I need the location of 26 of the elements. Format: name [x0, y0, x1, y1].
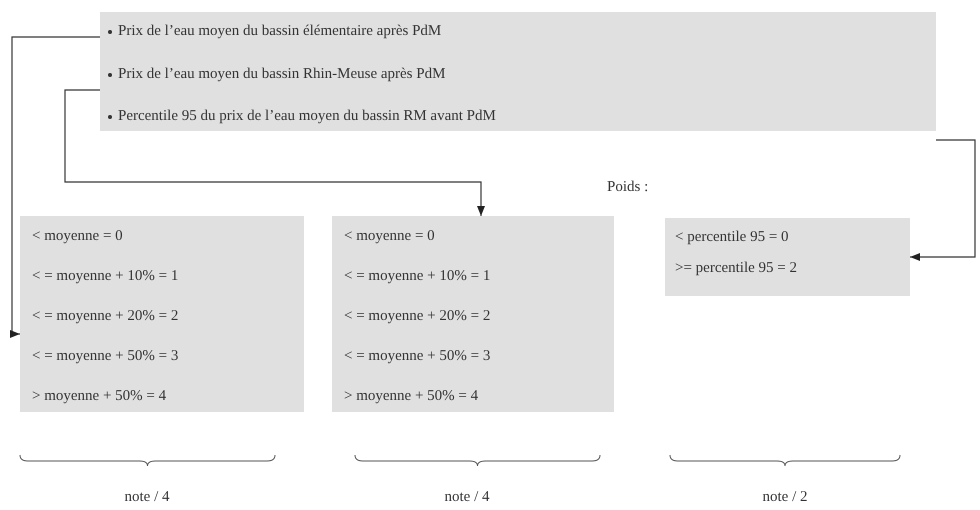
score-rule-text: < moyenne = 0 — [32, 227, 123, 245]
score-rule-text: >= percentile 95 = 2 — [675, 259, 798, 277]
score-note: note / 2 — [762, 488, 808, 506]
score-rule-text: < = moyenne + 20% = 2 — [344, 307, 490, 325]
score-note: note / 4 — [124, 488, 170, 506]
score-rule-text: < percentile 95 = 0 — [675, 228, 789, 246]
score-rule-text: < = moyenne + 10% = 1 — [32, 267, 178, 285]
scoring-box — [332, 216, 614, 412]
score-rule-text: < = moyenne + 50% = 3 — [344, 347, 490, 365]
score-rule-text: < = moyenne + 10% = 1 — [344, 267, 490, 285]
scoring-box — [20, 216, 304, 412]
score-rule-text: < moyenne = 0 — [344, 227, 435, 245]
score-rule-text: < = moyenne + 50% = 3 — [32, 347, 178, 365]
scoring-box — [665, 218, 910, 296]
score-rule-text: < = moyenne + 20% = 2 — [32, 307, 178, 325]
arrow — [10, 36, 100, 338]
criterion-text: Prix de l’eau moyen du bassin élémentaire après PdM — [118, 22, 442, 40]
arrow — [910, 139, 976, 261]
weight-heading: Poids : — [607, 178, 648, 196]
criterion-text: Percentile 95 du prix de l’eau moyen du bassin RM avant PdM — [118, 107, 496, 125]
arrow — [64, 89, 485, 216]
score-note: note / 4 — [444, 488, 490, 506]
criterion-text: Prix de l’eau moyen du bassin Rhin-Meuse après PdM — [118, 65, 446, 83]
score-rule-text: > moyenne + 50% = 4 — [32, 387, 166, 405]
criteria-box — [100, 12, 936, 131]
score-rule-text: > moyenne + 50% = 4 — [344, 387, 478, 405]
